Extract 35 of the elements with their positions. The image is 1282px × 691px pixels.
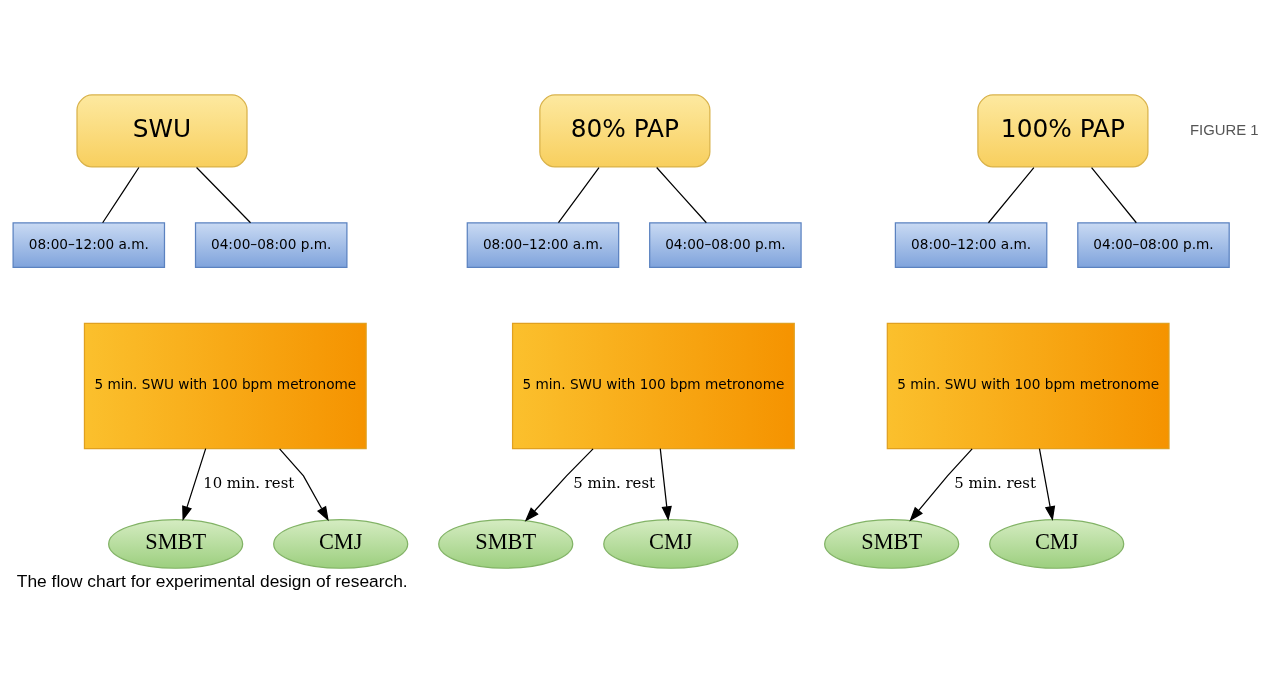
node-ellipse: CMJ — [989, 518, 1125, 569]
node-box: SWU — [76, 93, 248, 168]
node-ellipse: CMJ — [603, 518, 739, 569]
connector — [557, 166, 600, 223]
caption: The flow chart for experimental design of research. — [16, 570, 408, 591]
connector — [102, 166, 140, 223]
connector — [1090, 166, 1137, 223]
node-box: 04:00–08:00 p.m. — [649, 221, 802, 268]
connector — [195, 166, 252, 223]
node-box: 04:00–08:00 p.m. — [194, 221, 348, 268]
node-ellipse: CMJ — [273, 518, 409, 569]
node-ellipse: SMBT — [438, 518, 574, 569]
node-box: 100% PAP — [977, 93, 1149, 168]
node-box: 5 min. SWU with 100 bpm metronome — [886, 322, 1170, 449]
node-box: 5 min. SWU with 100 bpm metronome — [83, 322, 367, 449]
node-box: 04:00–08:00 p.m. — [1077, 221, 1230, 268]
arrow — [279, 447, 329, 521]
node-ellipse: SMBT — [824, 518, 960, 569]
arrow — [524, 447, 594, 522]
connector — [987, 166, 1035, 223]
edge-label: 5 min. rest — [573, 473, 656, 492]
arrow — [182, 447, 207, 521]
label: FIGURE 1 — [1189, 121, 1259, 138]
node-box: 08:00–12:00 a.m. — [12, 221, 166, 268]
edge-label: 5 min. rest — [954, 473, 1036, 492]
node-box: 08:00–12:00 a.m. — [466, 221, 620, 268]
edge-label: 10 min. rest — [203, 473, 295, 492]
node-ellipse: SMBT — [108, 518, 244, 569]
node-box: 80% PAP — [539, 93, 711, 168]
node-box: 08:00–12:00 a.m. — [894, 221, 1048, 268]
connector — [656, 166, 707, 223]
arrow — [659, 447, 672, 521]
node-box: 5 min. SWU with 100 bpm metronome — [511, 322, 795, 449]
arrow — [909, 447, 973, 522]
arrow — [1038, 447, 1056, 521]
